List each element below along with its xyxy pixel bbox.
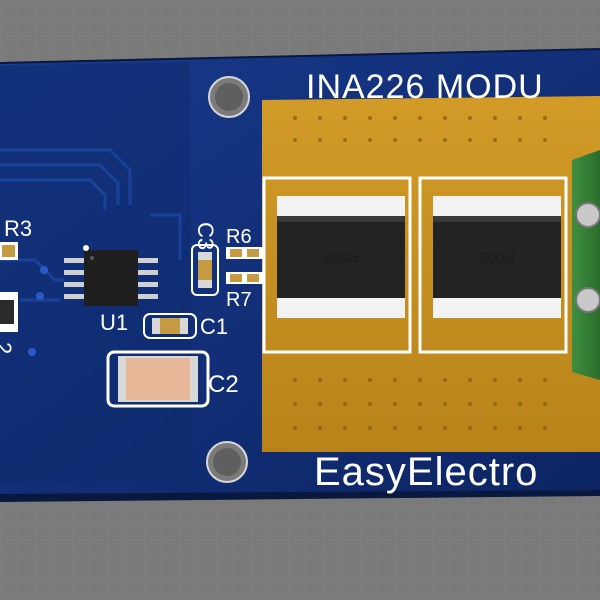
pcb-traces <box>0 148 182 302</box>
copper-vias <box>293 116 547 430</box>
label-u1: U1 <box>100 310 128 335</box>
label-c2: C2 <box>208 371 239 398</box>
resistor-r3 <box>0 242 18 260</box>
label-c1: C1 <box>200 314 228 339</box>
label-r7: R7 <box>226 289 252 311</box>
shunt-1-outline <box>262 176 412 354</box>
capacitor-c2 <box>106 350 210 408</box>
label-c3: C3 <box>193 222 218 250</box>
label-edge: 2 <box>0 342 16 354</box>
label-r3: R3 <box>4 216 32 241</box>
ic-u1 <box>64 245 158 306</box>
board-title: INA226 MODU <box>306 68 544 106</box>
label-r6: R6 <box>226 226 252 248</box>
mounting-hole-top-inner <box>215 83 243 111</box>
shunt-1-marking: R005 <box>323 248 359 265</box>
via <box>36 292 44 300</box>
resistor-r7 <box>226 272 264 284</box>
terminal-block-connector <box>572 150 600 380</box>
copper-pour <box>262 96 600 452</box>
mounting-hole-bottom-inner <box>213 448 241 476</box>
shunt-2-outline <box>418 176 568 354</box>
via <box>40 266 48 274</box>
via <box>28 348 36 356</box>
capacitor-c1 <box>143 313 197 339</box>
brand-name: EasyElectro <box>314 450 538 494</box>
component-left-edge <box>0 292 18 332</box>
shunt-2-marking: R005 <box>479 248 515 265</box>
resistor-r6 <box>226 247 264 259</box>
shunt-resistor-1: R005 <box>277 196 405 318</box>
shunt-resistor-2: R005 <box>433 196 561 318</box>
capacitor-c3 <box>191 244 219 296</box>
pin1-dot <box>83 245 89 251</box>
